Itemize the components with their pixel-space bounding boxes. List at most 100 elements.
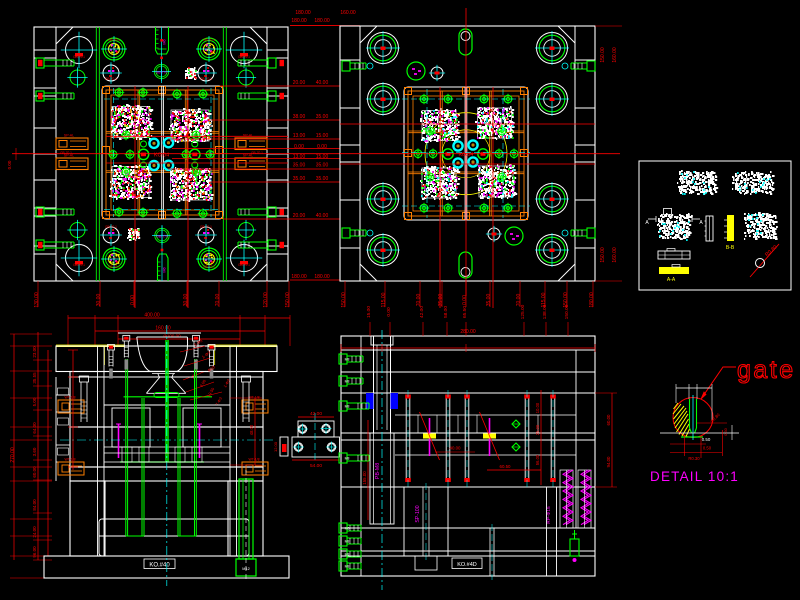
svg-text:30.00: 30.00 [96, 294, 102, 307]
svg-text:35.55: 35.55 [32, 372, 37, 384]
svg-text:35.00: 35.00 [316, 114, 329, 120]
svg-text:120.00: 120.00 [263, 292, 269, 308]
svg-text:SP-AL: SP-AL [64, 154, 74, 158]
svg-text:Φ100.00: Φ100.00 [163, 334, 181, 339]
svg-text:13.00: 13.00 [293, 133, 306, 139]
svg-text:96.00: 96.00 [32, 546, 37, 558]
svg-text:180.00: 180.00 [314, 274, 330, 280]
svg-text:gate: gate [737, 356, 796, 384]
svg-text:150.00: 150.00 [564, 304, 570, 319]
svg-text:56.00: 56.00 [535, 454, 540, 465]
svg-text:0.00: 0.00 [462, 295, 468, 305]
svg-text:1-Φ2: 1-Φ2 [222, 377, 231, 388]
svg-text:180.00: 180.00 [291, 18, 307, 24]
svg-text:WT-1/8: WT-1/8 [65, 396, 76, 400]
svg-text:SP-AL: SP-AL [243, 134, 253, 138]
svg-text:15.00: 15.00 [316, 133, 329, 139]
svg-text:42.00: 42.00 [419, 306, 425, 318]
svg-text:GB-T70: GB-T70 [156, 71, 168, 75]
svg-text:7-Φ3: 7-Φ3 [214, 395, 223, 406]
svg-text:KO.04: KO.04 [154, 152, 169, 158]
svg-text:Φ10: Φ10 [206, 364, 216, 373]
svg-text:KO.#40: KO.#40 [149, 563, 170, 569]
svg-text:0.00: 0.00 [386, 307, 392, 317]
svg-text:40.00: 40.00 [316, 80, 329, 86]
svg-text:12.00: 12.00 [273, 441, 278, 452]
svg-text:70.00: 70.00 [516, 294, 522, 307]
svg-text:M8: M8 [345, 540, 350, 544]
svg-text:A: A [645, 220, 649, 226]
svg-text:115.00: 115.00 [541, 292, 547, 307]
svg-text:SP-AL: SP-AL [64, 134, 74, 138]
svg-text:150.00: 150.00 [341, 292, 347, 308]
svg-text:180.00: 180.00 [589, 292, 595, 308]
svg-text:38.00: 38.00 [293, 114, 306, 120]
svg-text:150.00: 150.00 [600, 247, 606, 263]
svg-text:138.00: 138.00 [542, 304, 548, 319]
svg-text:160.00: 160.00 [612, 47, 618, 63]
svg-text:GB-70.1: GB-70.1 [73, 263, 85, 267]
svg-text:40.00: 40.00 [316, 213, 329, 219]
svg-text:60.50: 60.50 [500, 464, 512, 469]
svg-text:GB-70.1: GB-70.1 [105, 77, 117, 81]
svg-text:M8: M8 [345, 358, 350, 362]
svg-text:58.00: 58.00 [443, 306, 449, 318]
svg-text:54.00: 54.00 [310, 463, 322, 469]
svg-text:180.00: 180.00 [314, 18, 330, 24]
svg-text:GB-70.1: GB-70.1 [238, 263, 250, 267]
svg-text:GB-70.1: GB-70.1 [200, 77, 212, 81]
svg-text:M8: M8 [345, 457, 350, 461]
svg-text:60.00: 60.00 [606, 414, 611, 426]
svg-text:A: A [699, 220, 703, 226]
svg-text:160.00: 160.00 [612, 247, 618, 263]
svg-text:400.00: 400.00 [144, 313, 160, 319]
svg-text:5.00: 5.00 [32, 397, 37, 406]
svg-text:19.50: 19.50 [206, 386, 216, 398]
svg-text:M8: M8 [345, 405, 350, 409]
svg-text:GB-70.1: GB-70.1 [73, 55, 85, 59]
svg-text:270.00: 270.00 [10, 447, 16, 463]
svg-text:70.00: 70.00 [416, 294, 422, 307]
svg-text:DETAIL 10:1: DETAIL 10:1 [650, 469, 739, 484]
svg-text:84.00: 84.00 [32, 499, 37, 511]
svg-text:GB-70.1: GB-70.1 [108, 38, 120, 42]
svg-text:SP-100: SP-100 [415, 505, 421, 522]
svg-text:10.00: 10.00 [535, 402, 540, 413]
svg-text:WT-1/8: WT-1/8 [249, 396, 260, 400]
svg-text:15.00: 15.00 [366, 306, 372, 318]
svg-text:GB-70.1: GB-70.1 [203, 265, 215, 269]
svg-text:B-B: B-B [726, 245, 735, 251]
svg-text:GB-70.1: GB-70.1 [203, 38, 215, 42]
svg-text:0.30: 0.30 [724, 428, 728, 435]
svg-text:40.00: 40.00 [450, 446, 462, 451]
svg-text:M8: M8 [345, 565, 350, 569]
svg-text:M6: M6 [162, 38, 167, 44]
svg-text:15.00: 15.00 [316, 154, 329, 160]
svg-text:35.00: 35.00 [293, 176, 306, 182]
svg-text:130.00: 130.00 [34, 292, 40, 308]
svg-text:GB-70.1: GB-70.1 [238, 55, 250, 59]
svg-text:KO.#4D: KO.#4D [457, 562, 477, 568]
svg-text:160.00: 160.00 [155, 326, 171, 332]
svg-text:150.00: 150.00 [285, 292, 291, 308]
svg-text:M8: M8 [345, 553, 350, 557]
svg-text:115.00: 115.00 [381, 292, 387, 307]
svg-text:180.00: 180.00 [291, 274, 307, 280]
svg-text:M6: M6 [162, 266, 167, 272]
svg-text:2-Φ5: 2-Φ5 [193, 338, 204, 348]
svg-text:WT-1/8: WT-1/8 [249, 458, 260, 462]
svg-text:GB-70.1: GB-70.1 [251, 151, 263, 155]
svg-text:35.00: 35.00 [486, 294, 492, 307]
svg-text:RP-Φ15: RP-Φ15 [546, 506, 552, 524]
svg-text:35.00: 35.00 [438, 294, 444, 307]
svg-text:60.00: 60.00 [32, 466, 37, 478]
svg-text:M8: M8 [345, 527, 350, 531]
svg-text:160.00: 160.00 [340, 10, 356, 16]
svg-text:GB-70.1: GB-70.1 [60, 151, 72, 155]
svg-text:0.50: 0.50 [702, 437, 711, 442]
svg-text:GB-70.1: GB-70.1 [105, 225, 117, 229]
svg-text:150.00: 150.00 [600, 47, 606, 63]
svg-text:150.00: 150.00 [563, 292, 569, 308]
svg-text:20.00: 20.00 [293, 80, 306, 86]
svg-text:42.00: 42.00 [310, 411, 322, 417]
